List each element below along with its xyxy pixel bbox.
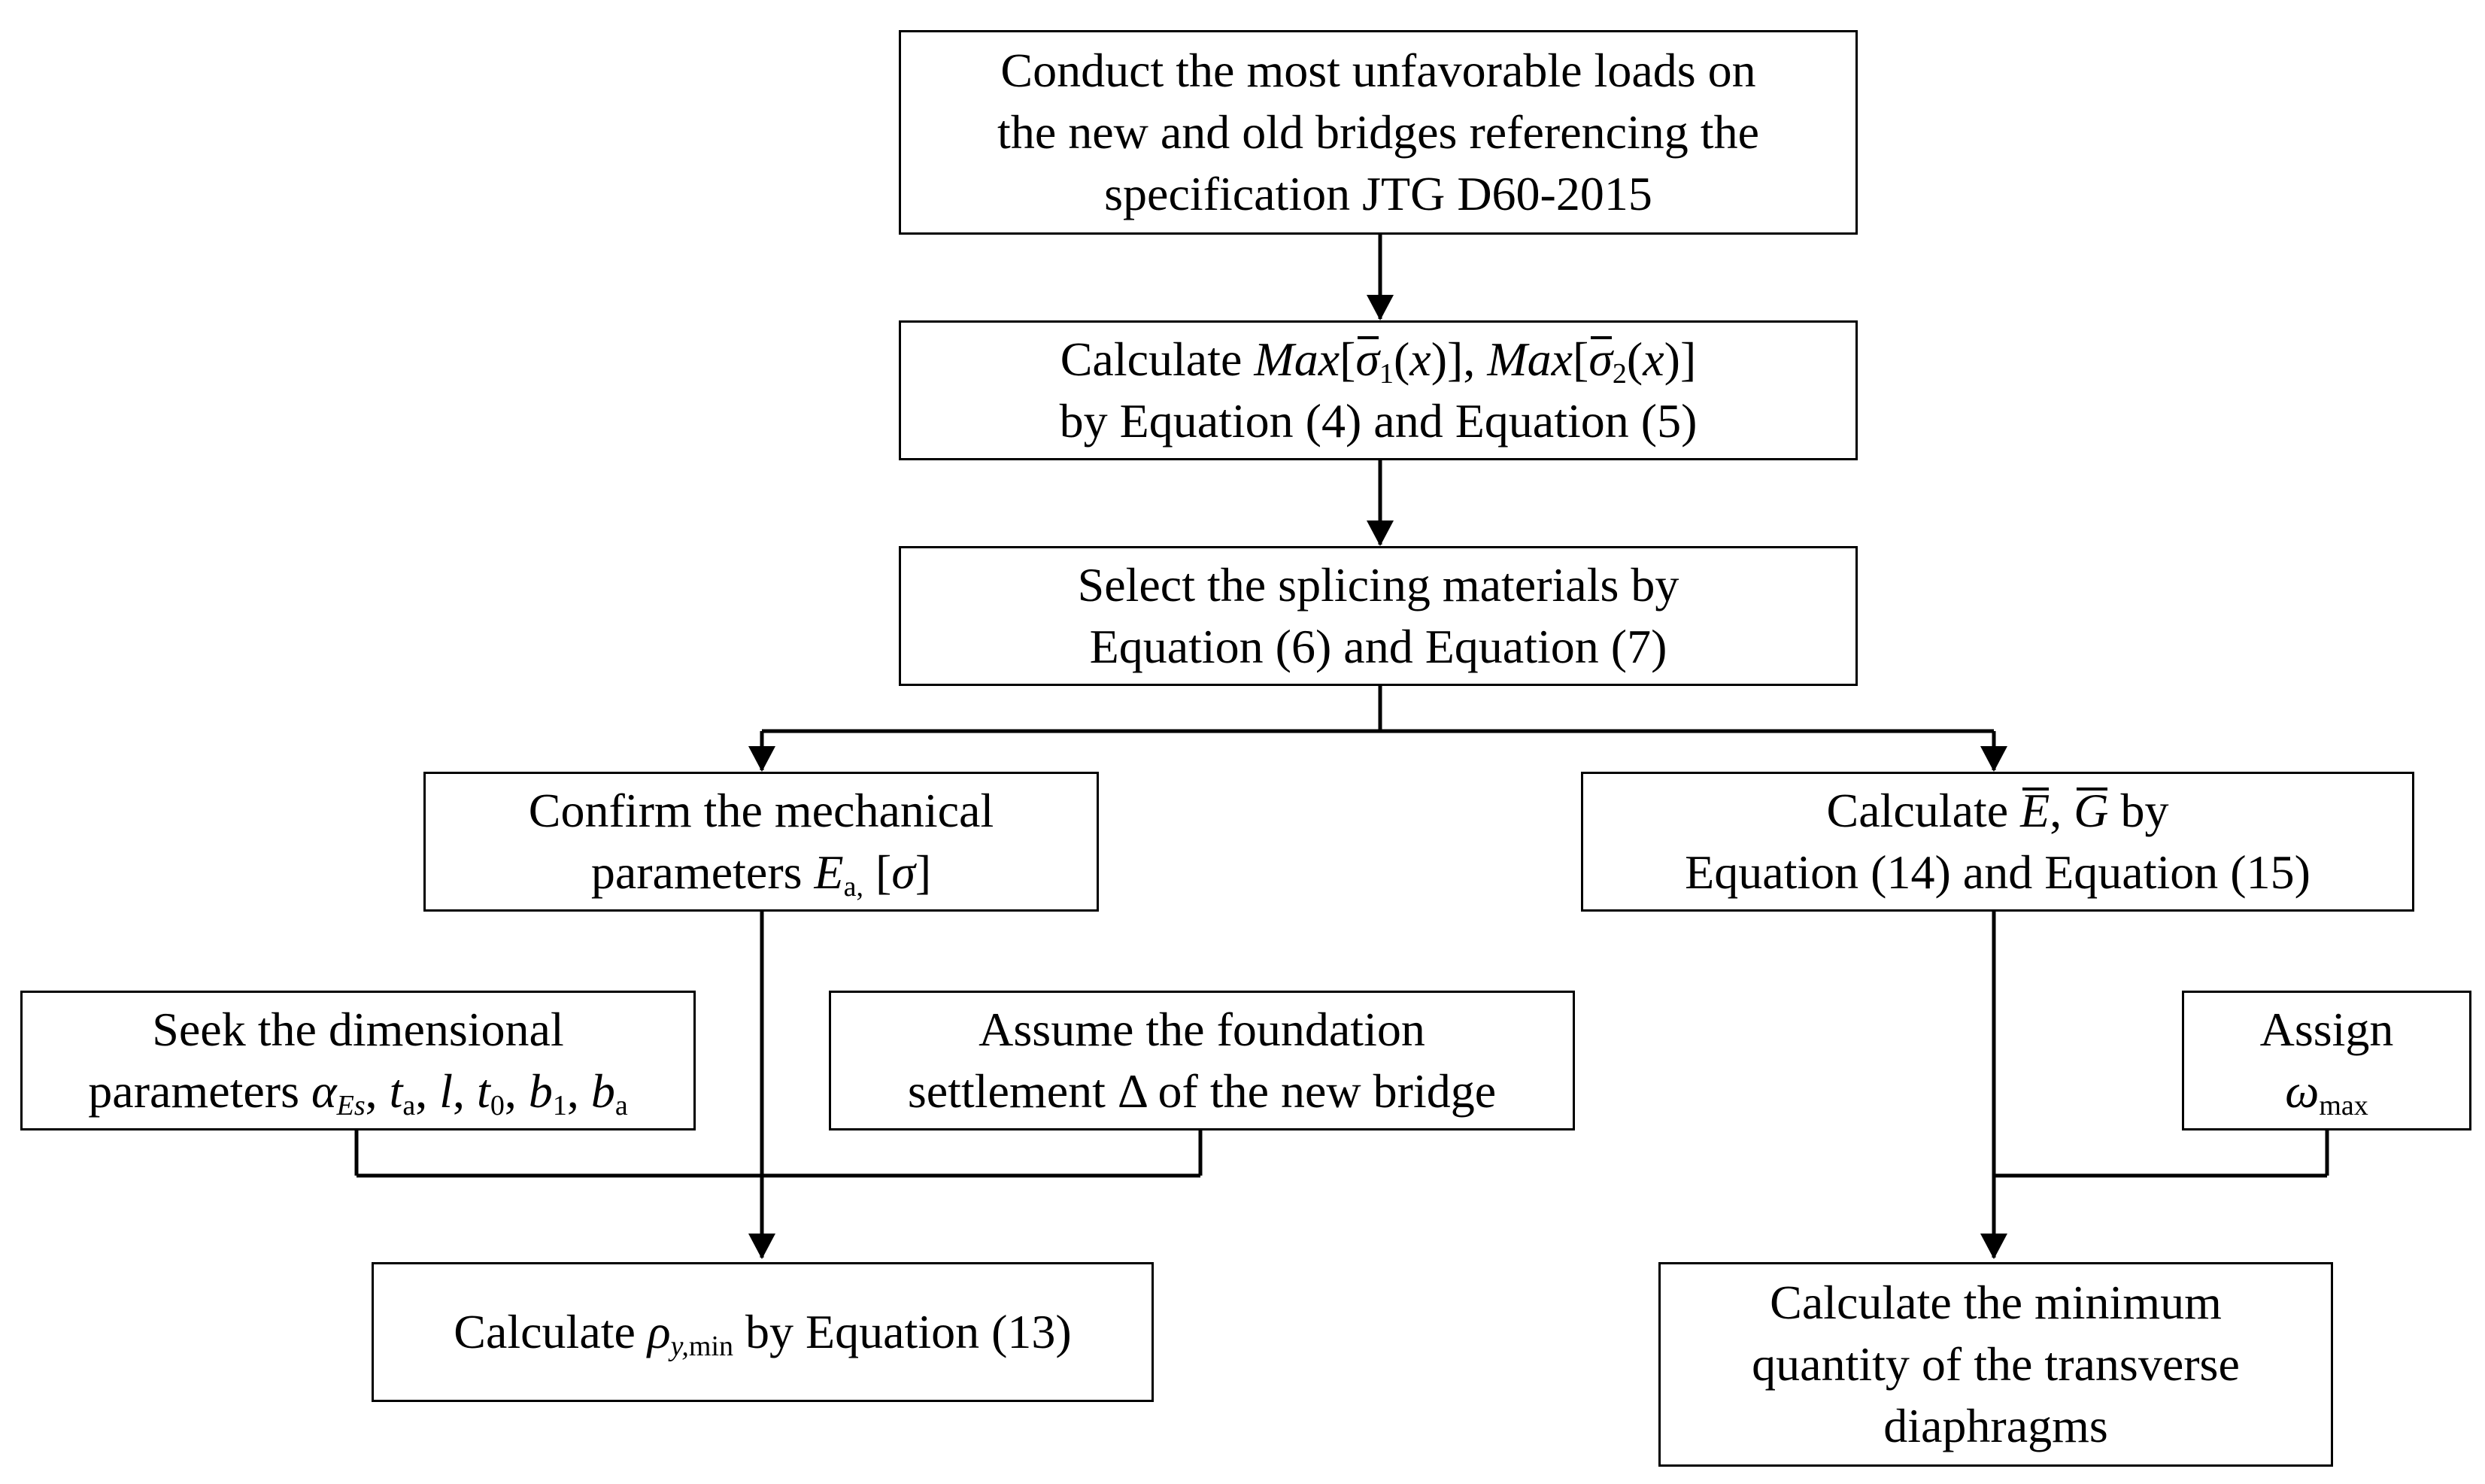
formula-text: by (2108, 784, 2169, 837)
node-assume-foundation: Assume the foundation settlement Δ of th… (829, 991, 1575, 1130)
node-formula-line: parameters αEs, ta, l, t0, b1, ba (88, 1061, 627, 1122)
formula-bracket: [ (863, 845, 892, 899)
node-text-line: by Equation (4) and Equation (5) (1059, 394, 1698, 448)
arrowhead (1367, 520, 1394, 546)
node-assign-omega: Assign ωmax (2182, 991, 2471, 1130)
node-formula-line: parameters Ea, [σ] (591, 842, 931, 903)
formula-paren: ( (1393, 332, 1410, 386)
formula-subscript: min (688, 1331, 734, 1362)
formula-x: x (1643, 332, 1664, 386)
formula-sep: , (415, 1064, 440, 1118)
node-text-line: quantity of the transverse (1752, 1337, 2240, 1391)
node-calculate-max-stress: Calculate Max[σ1(x)], Max[σ2(x)] by Equa… (899, 320, 1858, 460)
arrowhead (748, 746, 775, 772)
arrowhead (1980, 1234, 2007, 1259)
formula-sep: , (1463, 332, 1488, 386)
formula-subscript: max (2319, 1090, 2368, 1121)
formula-text: by Equation (13) (733, 1305, 1072, 1358)
formula-b1: b (528, 1064, 553, 1118)
node-text-line: specification JTG D60-2015 (1104, 167, 1652, 220)
formula-alpha: α (311, 1064, 337, 1118)
formula-paren: )] (1664, 332, 1697, 386)
node-formula-line: Calculate Max[σ1(x)], Max[σ2(x)] (1060, 329, 1697, 390)
formula-subscript: Es (336, 1090, 366, 1121)
node-seek-dimensional: Seek the dimensional parameters αEs, ta,… (20, 991, 696, 1130)
formula-subscript: y, (670, 1331, 689, 1362)
formula-bracket: [ (1340, 332, 1356, 386)
formula-subscript: a (614, 1090, 628, 1121)
node-text-line: Seek the dimensional (152, 1003, 564, 1056)
node-formula-line: ωmax (2285, 1061, 2368, 1122)
node-text-line: diaphragms (1883, 1399, 2108, 1452)
node-text-line: Assign (2259, 1003, 2394, 1056)
formula-subscript: 1 (552, 1090, 567, 1121)
formula-rho: ρ (647, 1305, 671, 1358)
formula-sep: , (453, 1064, 478, 1118)
formula-sigma: σ (891, 845, 915, 899)
node-calculate-diaphragms: Calculate the minimum quantity of the tr… (1658, 1262, 2333, 1467)
node-text-line: Equation (6) and Equation (7) (1089, 620, 1667, 673)
formula-sep: , (2050, 784, 2074, 837)
e-bar-symbol: E (2020, 784, 2050, 837)
formula-t: t (389, 1064, 403, 1118)
g-bar-symbol: G (2074, 784, 2109, 837)
node-confirm-mechanical: Confirm the mechanical parameters Ea, [σ… (423, 772, 1099, 912)
formula-paren: ( (1626, 332, 1643, 386)
arrowhead (1980, 746, 2007, 772)
formula-bracket: ] (915, 845, 932, 899)
arrowhead (748, 1234, 775, 1259)
node-text-line: Equation (14) and Equation (15) (1685, 845, 2311, 899)
node-text-line: Assume the foundation (979, 1003, 1425, 1056)
formula-E: E (814, 845, 844, 899)
node-formula-line: Calculate ρy,min by Equation (13) (454, 1301, 1071, 1363)
node-text-line: the new and old bridges referencing the (997, 105, 1759, 159)
formula-subscript: a (402, 1090, 416, 1121)
formula-subscript: 1 (1379, 358, 1394, 390)
node-select-materials: Select the splicing materials by Equatio… (899, 546, 1858, 686)
formula-max: Max (1487, 332, 1573, 386)
formula-sep: , (566, 1064, 591, 1118)
formula-text: Calculate (1826, 784, 2021, 837)
node-calculate-e-g: Calculate E, G by Equation (14) and Equa… (1581, 772, 2414, 912)
formula-bracket: [ (1573, 332, 1589, 386)
formula-subscript: 0 (490, 1090, 505, 1121)
formula-max: Max (1254, 332, 1340, 386)
formula-text: parameters (590, 845, 815, 899)
node-text-line: Calculate the minimum (1770, 1276, 2222, 1329)
formula-text: Calculate (1060, 332, 1255, 386)
formula-sep: , (504, 1064, 529, 1118)
formula-text: Calculate (454, 1305, 648, 1358)
formula-paren: )] (1431, 332, 1464, 386)
formula-l: l (439, 1064, 454, 1118)
formula-ba: b (590, 1064, 615, 1118)
node-formula-line: Calculate E, G by (1827, 780, 2169, 842)
node-text-line: Confirm the mechanical (528, 784, 994, 837)
node-text-line: Select the splicing materials by (1077, 558, 1679, 612)
node-calculate-rho: Calculate ρy,min by Equation (13) (372, 1262, 1154, 1402)
formula-subscript: a, (843, 871, 863, 903)
arrowhead (1367, 295, 1394, 320)
formula-text: parameters (88, 1064, 312, 1118)
sigma-bar-symbol: σ (1355, 332, 1379, 386)
formula-t0: t (477, 1064, 490, 1118)
sigma-bar-symbol: σ (1588, 332, 1613, 386)
formula-x: x (1409, 332, 1431, 386)
formula-sep: , (365, 1064, 390, 1118)
formula-subscript: 2 (1612, 358, 1627, 390)
node-text-line: settlement Δ of the new bridge (907, 1064, 1497, 1118)
node-conduct-loads: Conduct the most unfavorable loads on th… (899, 30, 1858, 235)
node-text-line: Conduct the most unfavorable loads on (1000, 44, 1756, 97)
formula-omega: ω (2285, 1064, 2320, 1118)
